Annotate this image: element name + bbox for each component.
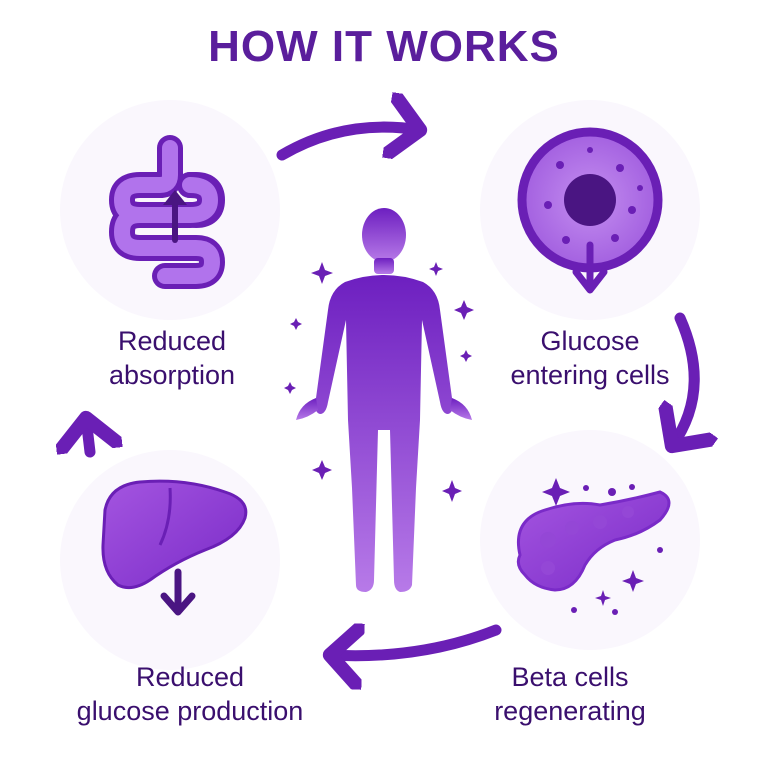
sparkles [284, 262, 474, 502]
arrow-top-icon [276, 127, 420, 155]
caption-line: Reduced [117, 326, 227, 356]
caption-reduced-glucose-production: Reduced glucose production [60, 660, 320, 728]
pancreas-icon [516, 478, 671, 615]
liver-icon [101, 479, 248, 616]
caption-line: Glucose [540, 326, 640, 356]
cycle-arrows [86, 127, 694, 656]
caption-line: entering cells [510, 360, 670, 390]
page-title: HOW IT WORKS [208, 22, 560, 71]
intestine-icon [109, 135, 225, 289]
human-figure-icon [296, 208, 472, 592]
caption-line: glucose production [76, 696, 304, 726]
caption-line: absorption [108, 360, 236, 390]
arrow-bottom-icon [330, 630, 502, 656]
caption-line: regenerating [494, 696, 646, 726]
arrow-right-icon [672, 312, 694, 446]
arrow-left-icon [86, 418, 90, 458]
caption-line: Beta cells [511, 662, 629, 692]
cell-icon [517, 127, 663, 294]
caption-line: Reduced [135, 662, 245, 692]
caption-glucose-entering-cells: Glucose entering cells [480, 324, 700, 392]
caption-beta-cells-regenerating: Beta cells regenerating [470, 660, 670, 728]
caption-reduced-absorption: Reduced absorption [72, 324, 272, 392]
